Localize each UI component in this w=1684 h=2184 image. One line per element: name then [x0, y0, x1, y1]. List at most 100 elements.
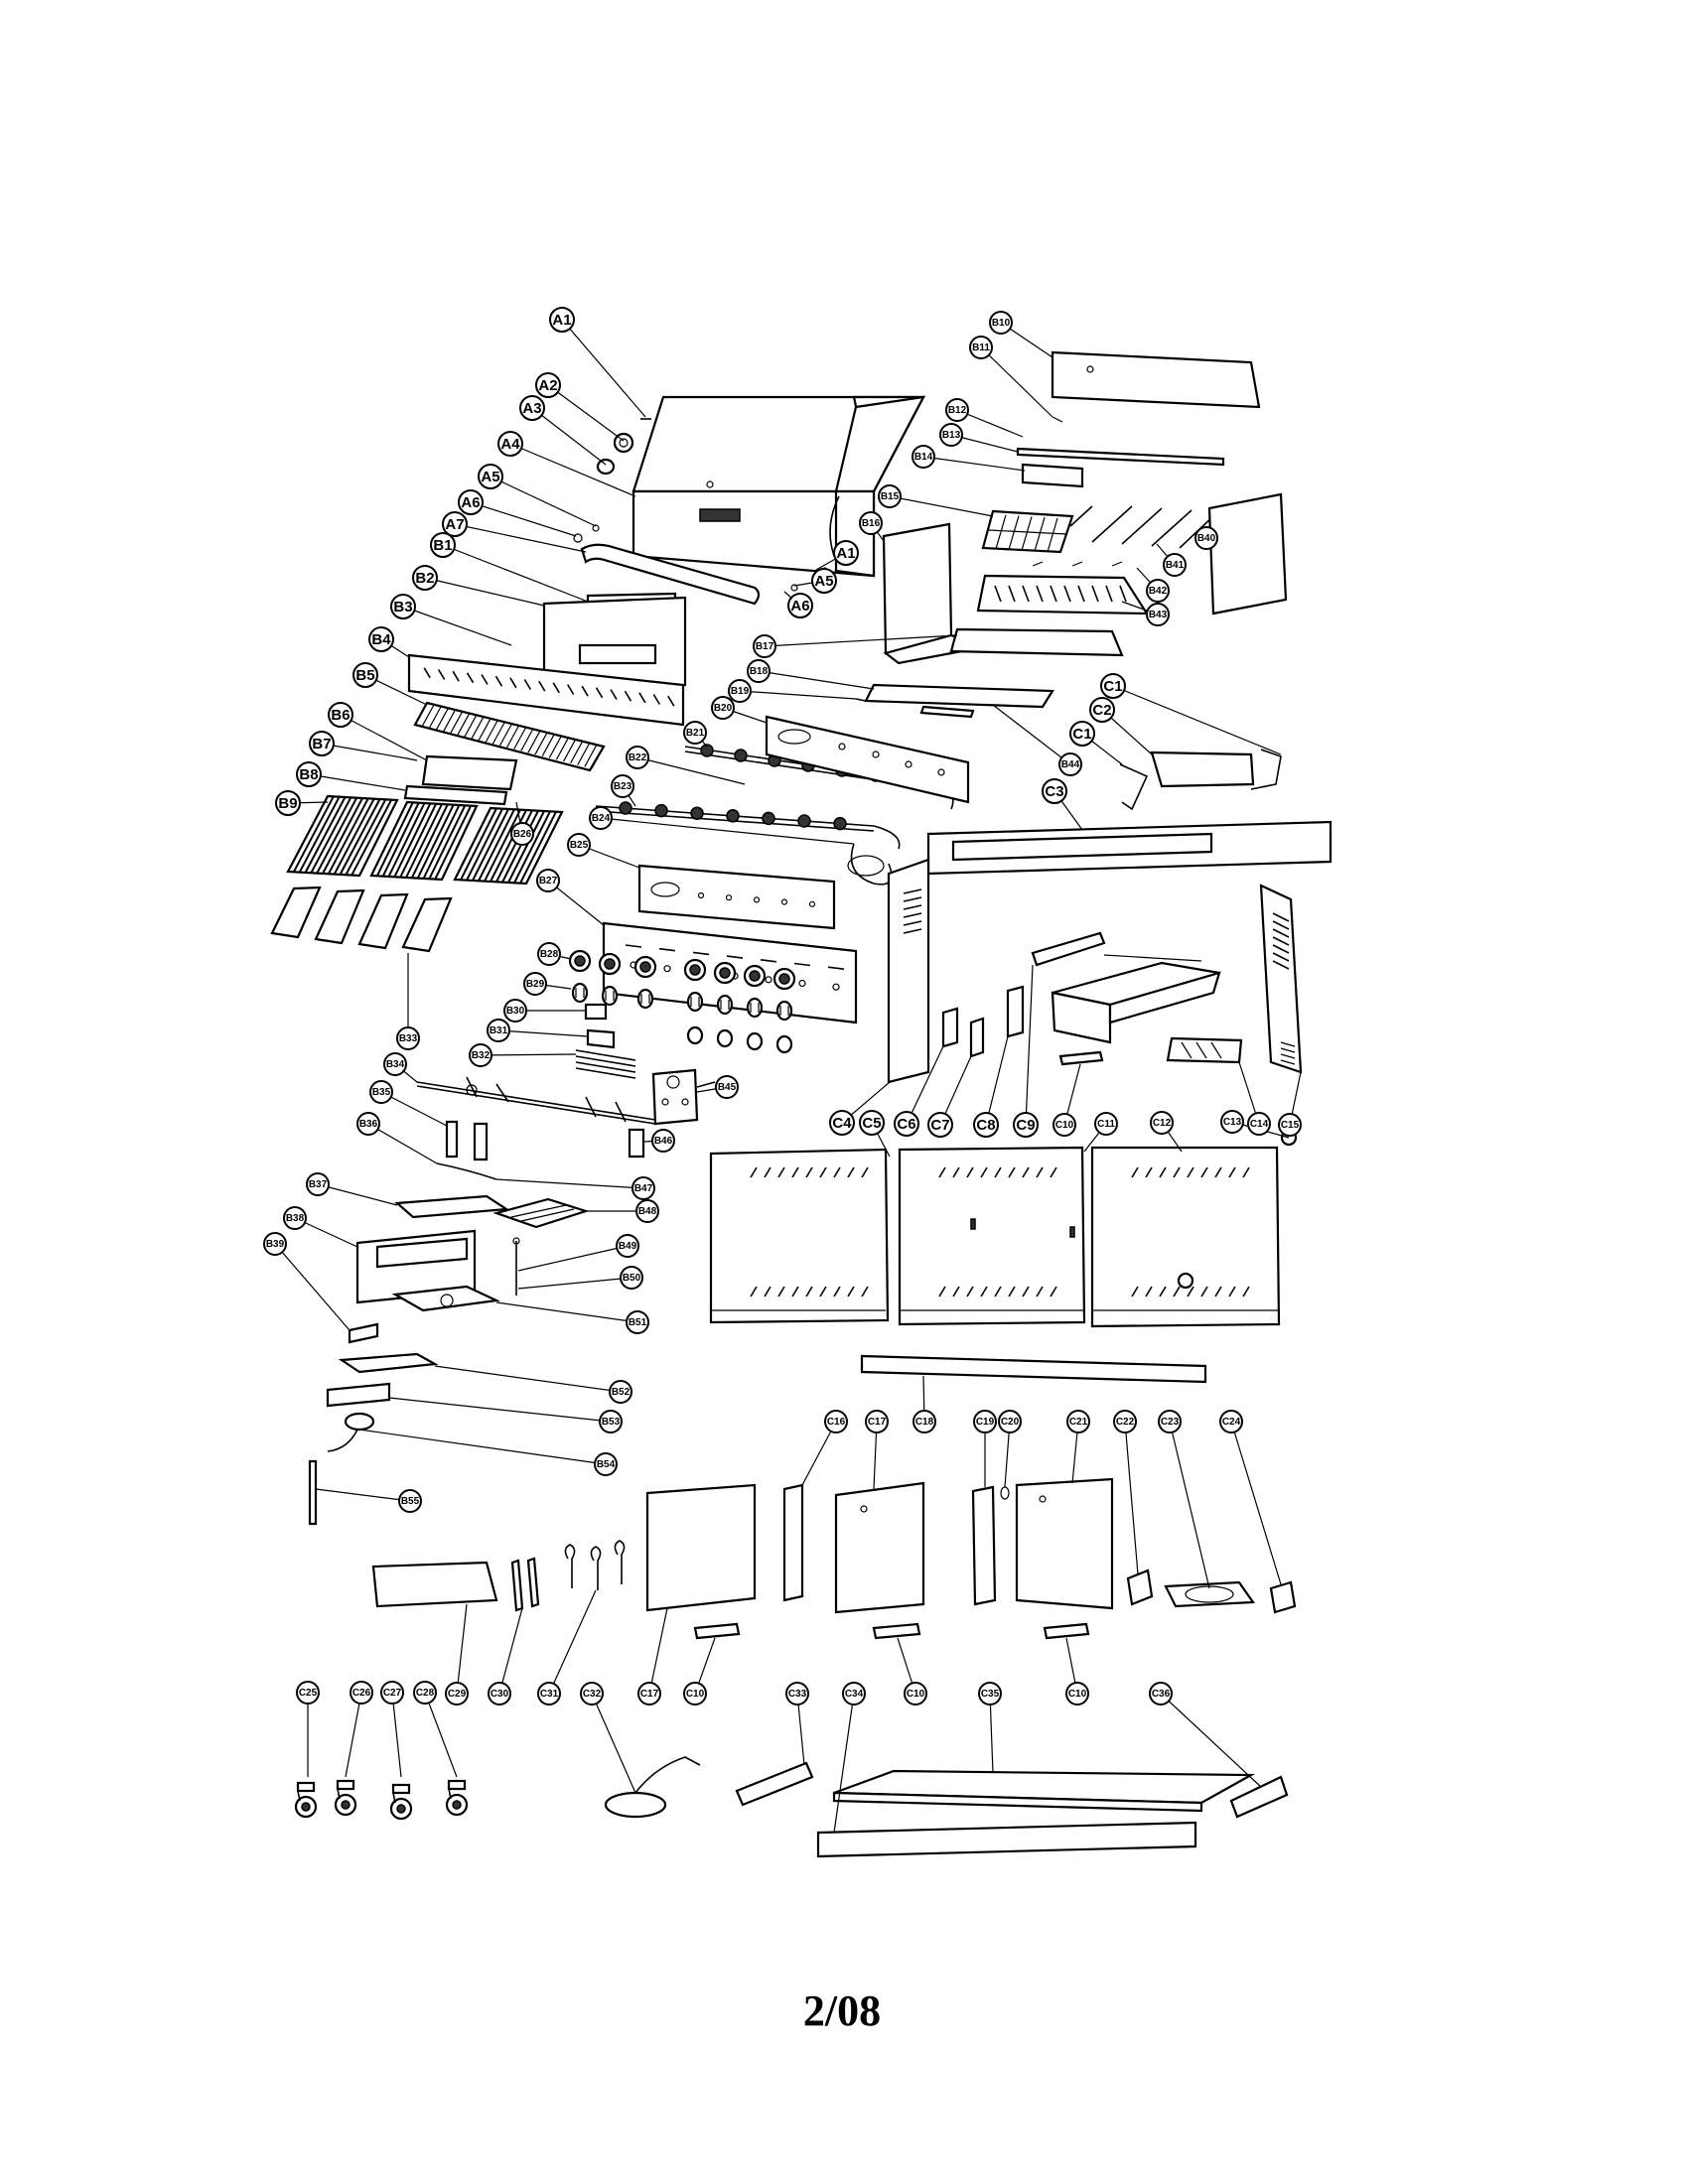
callout-label: B48	[638, 1206, 657, 1217]
leader-c32	[591, 1693, 636, 1794]
callout-label: B36	[359, 1119, 378, 1130]
callout-label: C15	[1281, 1120, 1300, 1131]
callout-label: B30	[506, 1006, 525, 1017]
part-b36-bar	[436, 1162, 497, 1180]
part-b2-panel	[542, 596, 687, 691]
callout-b12: B12	[945, 398, 969, 422]
part-lid-handle	[580, 543, 761, 606]
leader-b11	[980, 346, 1053, 418]
callout-c10b: C10	[683, 1682, 707, 1706]
part-c36-end	[1229, 1775, 1289, 1819]
callout-c33: C33	[785, 1682, 809, 1706]
part-c9-drawer	[1051, 954, 1221, 1044]
callout-b23: B23	[611, 774, 634, 798]
callout-b52: B52	[609, 1380, 632, 1404]
callout-label: B25	[570, 840, 589, 851]
callout-c15: C15	[1278, 1113, 1302, 1137]
part-b32-rods	[575, 1049, 636, 1079]
callout-b39: B39	[263, 1232, 287, 1256]
callout-label: B53	[602, 1417, 621, 1428]
leader-b55	[315, 1488, 411, 1502]
leader-a6a	[470, 501, 577, 537]
leader-b14	[922, 456, 1026, 472]
callout-label: A3	[522, 400, 541, 417]
callout-b9: B9	[275, 790, 301, 816]
callout-label: C4	[832, 1115, 852, 1132]
callout-label: A7	[445, 516, 464, 533]
callout-b35: B35	[369, 1080, 393, 1104]
callout-c13: C13	[1220, 1110, 1244, 1134]
callout-label: B15	[881, 491, 900, 502]
part-burner-tubes	[1032, 505, 1214, 567]
callout-a6b: A6	[787, 593, 813, 618]
callout-c30: C30	[488, 1682, 511, 1706]
leader-c27	[391, 1692, 402, 1778]
callout-label: B47	[634, 1183, 653, 1194]
callout-c17a: C17	[865, 1410, 889, 1433]
leader-c24	[1230, 1421, 1282, 1585]
part-cabinet-back-panels	[709, 1146, 1281, 1328]
leader-b53	[388, 1397, 612, 1423]
callout-label: B13	[942, 430, 961, 441]
callout-b50: B50	[620, 1266, 643, 1290]
part-c22	[1126, 1569, 1154, 1606]
callout-b31: B31	[487, 1019, 510, 1042]
part-b48-burner-grate	[492, 1197, 590, 1229]
callout-b47: B47	[632, 1176, 655, 1200]
part-c10-handles-lower	[693, 1622, 1090, 1640]
leader-b22	[636, 756, 746, 785]
callout-a1b: A1	[833, 540, 859, 566]
callout-label: C10	[907, 1689, 925, 1700]
callout-label: B20	[714, 703, 733, 714]
callout-label: B28	[540, 949, 559, 960]
callout-label: B23	[614, 781, 632, 792]
callout-label: C21	[1069, 1417, 1088, 1428]
callout-label: B55	[401, 1496, 420, 1507]
callout-label: C27	[383, 1688, 402, 1699]
part-b54-burner	[327, 1412, 375, 1452]
callout-label: C7	[930, 1117, 949, 1134]
callout-label: B22	[629, 752, 647, 763]
callout-a5a: A5	[478, 464, 503, 489]
leader-b47	[495, 1178, 644, 1189]
callout-label: A1	[836, 545, 855, 562]
callout-label: C34	[845, 1689, 864, 1700]
callout-b51: B51	[626, 1310, 649, 1334]
callout-label: C5	[862, 1115, 881, 1132]
callout-c19: C19	[973, 1410, 997, 1433]
part-b4-rail	[407, 653, 685, 727]
callout-label: B35	[372, 1087, 391, 1098]
callout-label: C33	[788, 1689, 807, 1700]
callout-b27: B27	[536, 869, 560, 892]
callout-label: A6	[461, 494, 480, 511]
leader-c8	[985, 1035, 1009, 1126]
callout-label: B14	[914, 452, 933, 463]
callout-label: B37	[309, 1179, 328, 1190]
callout-c24: C24	[1219, 1410, 1243, 1433]
leader-b2	[424, 577, 545, 607]
callout-b36: B36	[356, 1112, 380, 1136]
leader-b6	[340, 714, 428, 761]
part-c35-bottom-shelf	[832, 1769, 1256, 1813]
part-c33-rail	[735, 1761, 814, 1807]
callout-label: C18	[915, 1417, 934, 1428]
callout-label: C32	[583, 1689, 602, 1700]
callout-b13: B13	[939, 423, 963, 447]
callout-label: B44	[1061, 759, 1080, 770]
part-b33-flame-tamers	[270, 886, 453, 953]
part-c29-shelf	[371, 1561, 498, 1608]
callout-label: B26	[513, 829, 532, 840]
callout-label: B33	[399, 1033, 418, 1044]
leader-c35	[989, 1693, 994, 1774]
callout-label: C26	[352, 1688, 371, 1699]
leader-b32	[480, 1053, 577, 1056]
part-b39-bar	[348, 1322, 379, 1344]
part-grill-lid	[632, 395, 925, 578]
part-c32-tank-loop	[604, 1756, 701, 1819]
callout-c22: C22	[1113, 1410, 1137, 1433]
part-b51-drip-pan	[391, 1285, 500, 1312]
callout-b33: B33	[396, 1026, 420, 1050]
leader-c6	[906, 1045, 944, 1125]
leader-b54	[358, 1429, 607, 1465]
part-c15-side-panel	[1259, 884, 1303, 1074]
